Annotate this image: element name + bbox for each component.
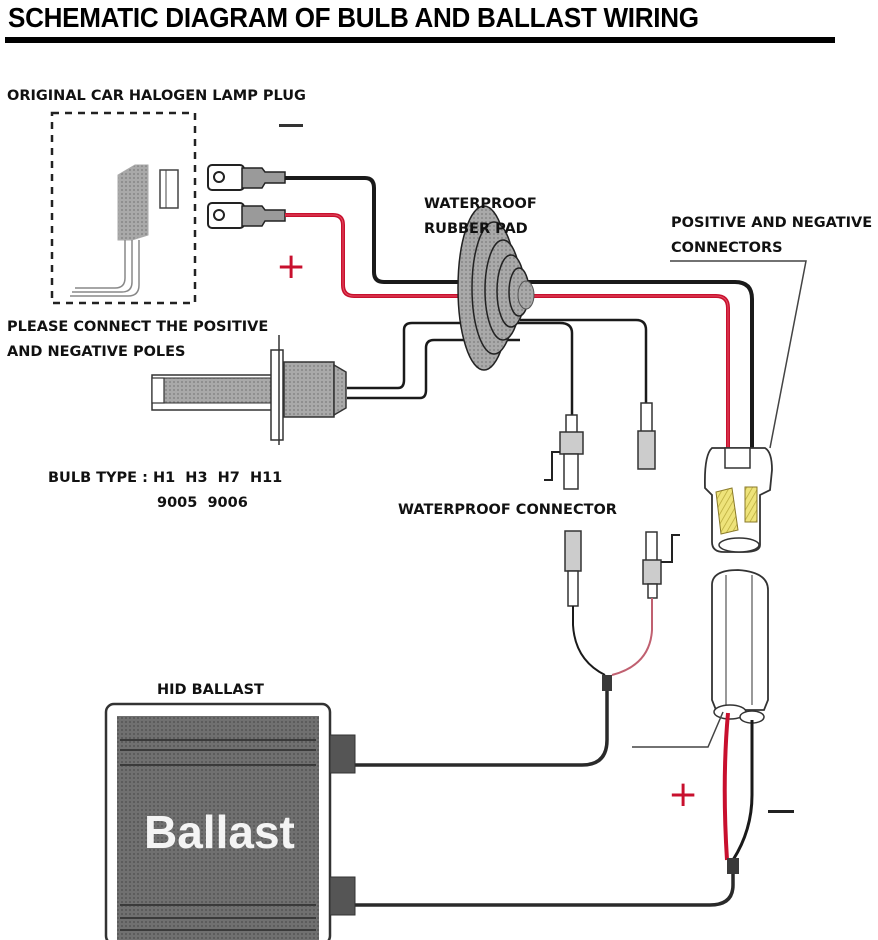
ballast-port-lower: [329, 876, 356, 916]
label-waterproof-connector: WATERPROOF CONNECTOR: [398, 502, 617, 518]
connectors-leader-line: [670, 260, 807, 449]
label-connect-poles-2: AND NEGATIVE POLES: [7, 344, 186, 360]
ring-terminal-negative: [207, 164, 286, 191]
splice-joint-upper: [602, 675, 612, 691]
title-underline: [5, 37, 835, 43]
hid-ballast: Ballast: [104, 702, 356, 940]
halogen-plug: [50, 111, 197, 305]
ballast-upper-wire: [355, 691, 609, 767]
hid-bulb: [151, 335, 347, 445]
splice-wire-positive: [611, 598, 653, 676]
bottom-negative-wire: [731, 720, 754, 861]
bulb-wire-right: [520, 318, 648, 412]
positive-negative-connector-top: [703, 447, 773, 553]
label-bulb-type-2: 9005 9006: [157, 495, 248, 511]
ballast-port-upper: [329, 734, 356, 774]
plus-sign-top: +: [276, 246, 306, 287]
splice-joint-lower: [727, 858, 739, 874]
waterproof-connector-upper-right: [637, 402, 656, 470]
label-connect-poles-1: PLEASE CONNECT THE POSITIVE: [7, 319, 269, 335]
ballast-lower-wire: [355, 874, 735, 907]
label-hid-ballast: HID BALLAST: [157, 682, 264, 698]
plus-sign-bottom: +: [668, 774, 698, 815]
ring-terminal-positive: [207, 202, 286, 229]
waterproof-connector-lower-right: [642, 531, 680, 599]
label-rubber-pad-1: WATERPROOF: [424, 196, 537, 212]
negative-wire-main: [285, 176, 754, 448]
label-bulb-type-1: BULB TYPE : H1 H3 H7 H11: [48, 470, 283, 486]
page-title: SCHEMATIC DIAGRAM OF BULB AND BALLAST WI…: [8, 2, 699, 33]
splice-wire-negative: [572, 606, 606, 676]
bulb-wire-upper: [347, 321, 574, 415]
label-pn-connectors-2: CONNECTORS: [671, 240, 783, 256]
label-rubber-pad-2: RUBBER PAD: [424, 221, 528, 237]
positive-negative-connector-bottom: [711, 569, 769, 724]
poles-leader-line: [632, 711, 724, 748]
ballast-brand-text: Ballast: [144, 806, 295, 858]
bulb-wire-lower: [347, 338, 520, 400]
waterproof-connector-upper-left: [544, 414, 584, 490]
label-pn-connectors-1: POSITIVE AND NEGATIVE: [671, 215, 873, 231]
waterproof-connector-lower-left: [564, 530, 582, 607]
label-halogen-plug: ORIGINAL CAR HALOGEN LAMP PLUG: [7, 88, 306, 104]
bottom-positive-wire: [722, 712, 730, 861]
halogen-plug-dashed-box: [50, 111, 197, 305]
minus-sign-top: [279, 124, 303, 127]
minus-sign-bottom: [768, 810, 794, 813]
halogen-plug-icon: [70, 164, 179, 297]
rubber-pad: [457, 205, 535, 371]
